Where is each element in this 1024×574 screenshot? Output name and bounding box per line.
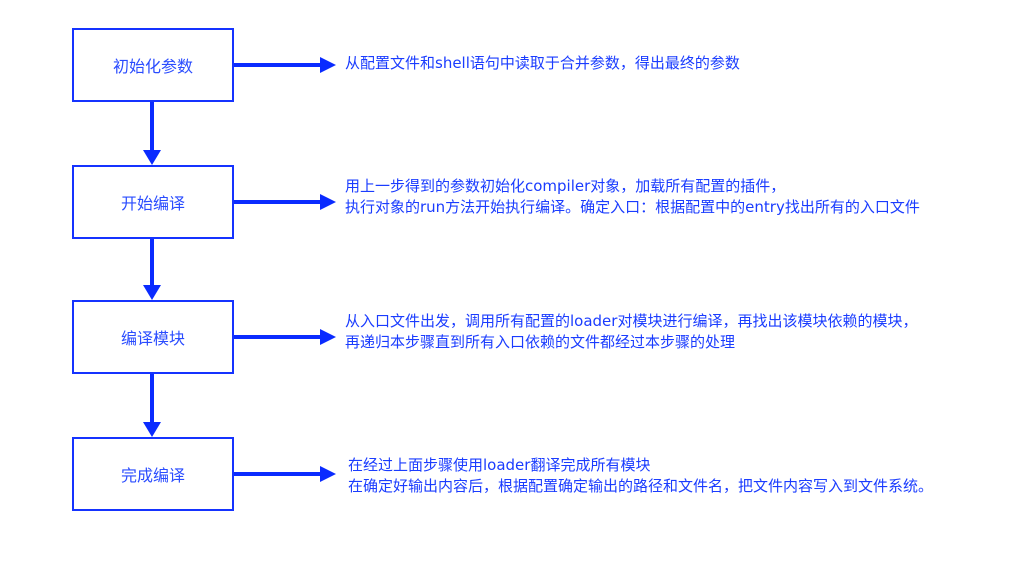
description-line: 执行对象的run方法开始执行编译。确定入口：根据配置中的entry找出所有的入口… — [345, 198, 920, 216]
step-description-1: 从配置文件和shell语句中读取于合并参数，得出最终的参数 — [345, 53, 740, 74]
arrowhead-right-4 — [320, 466, 336, 482]
arrowhead-down-2 — [143, 285, 161, 300]
description-line: 在确定好输出内容后，根据配置确定输出的路径和文件名，把文件内容写入到文件系统。 — [348, 477, 934, 495]
description-line: 用上一步得到的参数初始化compiler对象，加载所有配置的插件， — [345, 177, 786, 195]
step-label: 开始编译 — [120, 194, 185, 213]
description-line: 再递归本步骤直到所有入口依赖的文件都经过本步骤的处理 — [345, 333, 736, 351]
step-description-2: 用上一步得到的参数初始化compiler对象，加载所有配置的插件， 执行对象的r… — [345, 176, 920, 218]
step-description-4: 在经过上面步骤使用loader翻译完成所有模块 在确定好输出内容后，根据配置确定… — [348, 455, 933, 497]
step-label: 编译模块 — [120, 329, 185, 348]
step-label: 完成编译 — [120, 466, 185, 485]
arrowhead-right-1 — [320, 57, 336, 73]
step-box-init-params: 初始化参数 — [72, 28, 234, 102]
step-box-start-compile: 开始编译 — [72, 165, 234, 239]
step-box-finish-compile: 完成编译 — [72, 437, 234, 511]
step-description-3: 从入口文件出发，调用所有配置的loader对模块进行编译，再找出该模块依赖的模块… — [345, 311, 917, 353]
description-line: 从配置文件和shell语句中读取于合并参数，得出最终的参数 — [345, 54, 740, 72]
description-line: 在经过上面步骤使用loader翻译完成所有模块 — [348, 456, 651, 474]
description-line: 从入口文件出发，调用所有配置的loader对模块进行编译，再找出该模块依赖的模块… — [345, 312, 918, 330]
step-label: 初始化参数 — [112, 57, 193, 76]
arrowhead-right-3 — [320, 329, 336, 345]
arrowhead-right-2 — [320, 194, 336, 210]
step-box-compile-modules: 编译模块 — [72, 300, 234, 374]
arrowhead-down-3 — [143, 422, 161, 437]
arrowhead-down-1 — [143, 150, 161, 165]
